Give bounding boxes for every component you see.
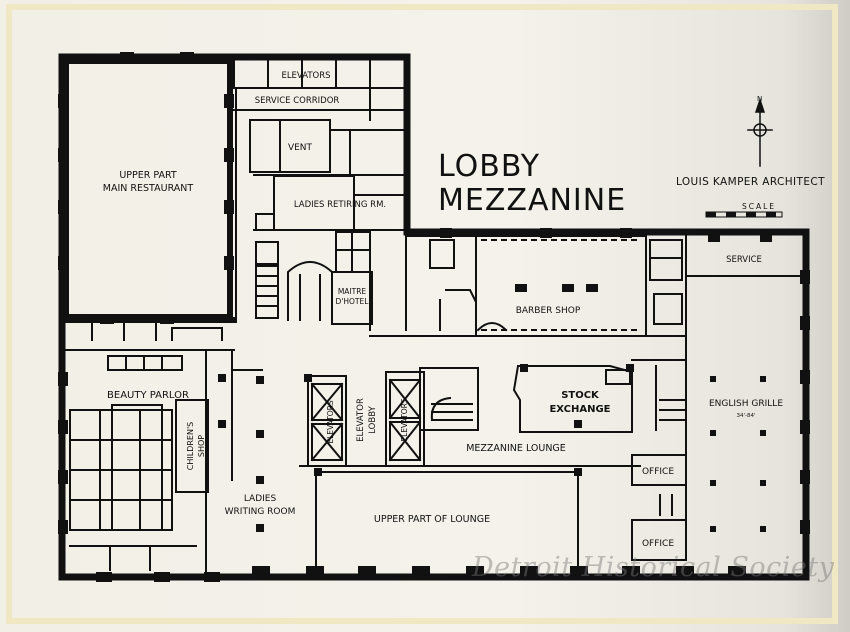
label-elevator-lobby-l2: LOBBY [368,405,378,433]
plan-title-line1: LOBBY [438,149,541,184]
label-elevator-lobby-l1: ELEVATOR [356,398,366,442]
label-mezzanine-lounge: MEZZANINE LOUNGE [466,443,566,454]
label-childrens-shop-l1: CHILDREN'S [186,422,195,470]
label-elevator-lobby: ELEVATOR LOBBY [356,398,378,442]
plan-title-line2: MEZZANINE [438,183,627,218]
label-english-grille-dim: 34'-84' [736,413,755,419]
interior-walls [61,57,807,576]
label-vent: VENT [288,143,313,153]
label-beauty-parlor: BEAUTY PARLOR [107,390,189,401]
label-childrens-shop-l2: SHOP [197,435,206,457]
scale-bar-icon [705,211,783,218]
label-office-lower: OFFICE [642,539,674,549]
watermark: Detroit Historical Society [472,552,835,583]
label-maitre-l1: MAITRE [338,287,367,296]
label-elevators-top: ELEVATORS [281,71,330,81]
north-arrow-icon [747,97,773,167]
restaurant-walls [59,58,237,323]
architect-credit: LOUIS KAMPER ARCHITECT [676,176,825,188]
label-elevators-right-wrap: ELEVATORS [400,398,409,442]
plan-title: LOBBY MEZZANINE [438,150,626,218]
north-label: N [757,95,763,103]
label-stock-exchange-l1: STOCK [561,390,600,401]
label-ladies-writing-l1: LADIES [244,494,277,504]
room-labels: UPPER PART MAIN RESTAURANT ELEVATORS SER… [103,71,784,549]
label-ladies-retiring: LADIES RETIRING RM. [294,200,386,210]
decorative-border [6,4,838,624]
label-childrens-shop: CHILDREN'S SHOP [186,422,206,470]
label-stock-exchange-l2: EXCHANGE [549,404,610,415]
label-restaurant-l2: MAIN RESTAURANT [103,183,194,194]
label-elevators-left-wrap: ELEVATORS [326,400,335,444]
structural-piers [58,52,810,582]
label-upper-part-lounge: UPPER PART OF LOUNGE [374,514,490,525]
label-ladies-writing-l2: WRITING ROOM [225,507,296,517]
label-office-upper: OFFICE [642,467,674,477]
label-maitre-l2: D'HOTEL [336,297,370,306]
label-elevators-right: ELEVATORS [400,398,409,442]
label-service: SERVICE [726,255,762,265]
scale-label: SCALE [742,202,777,211]
label-elevators-left: ELEVATORS [326,400,335,444]
label-restaurant-l1: UPPER PART [119,170,177,181]
label-english-grille: ENGLISH GRILLE [709,399,783,409]
label-service-corridor: SERVICE CORRIDOR [255,96,340,106]
label-barber-shop: BARBER SHOP [516,306,581,316]
